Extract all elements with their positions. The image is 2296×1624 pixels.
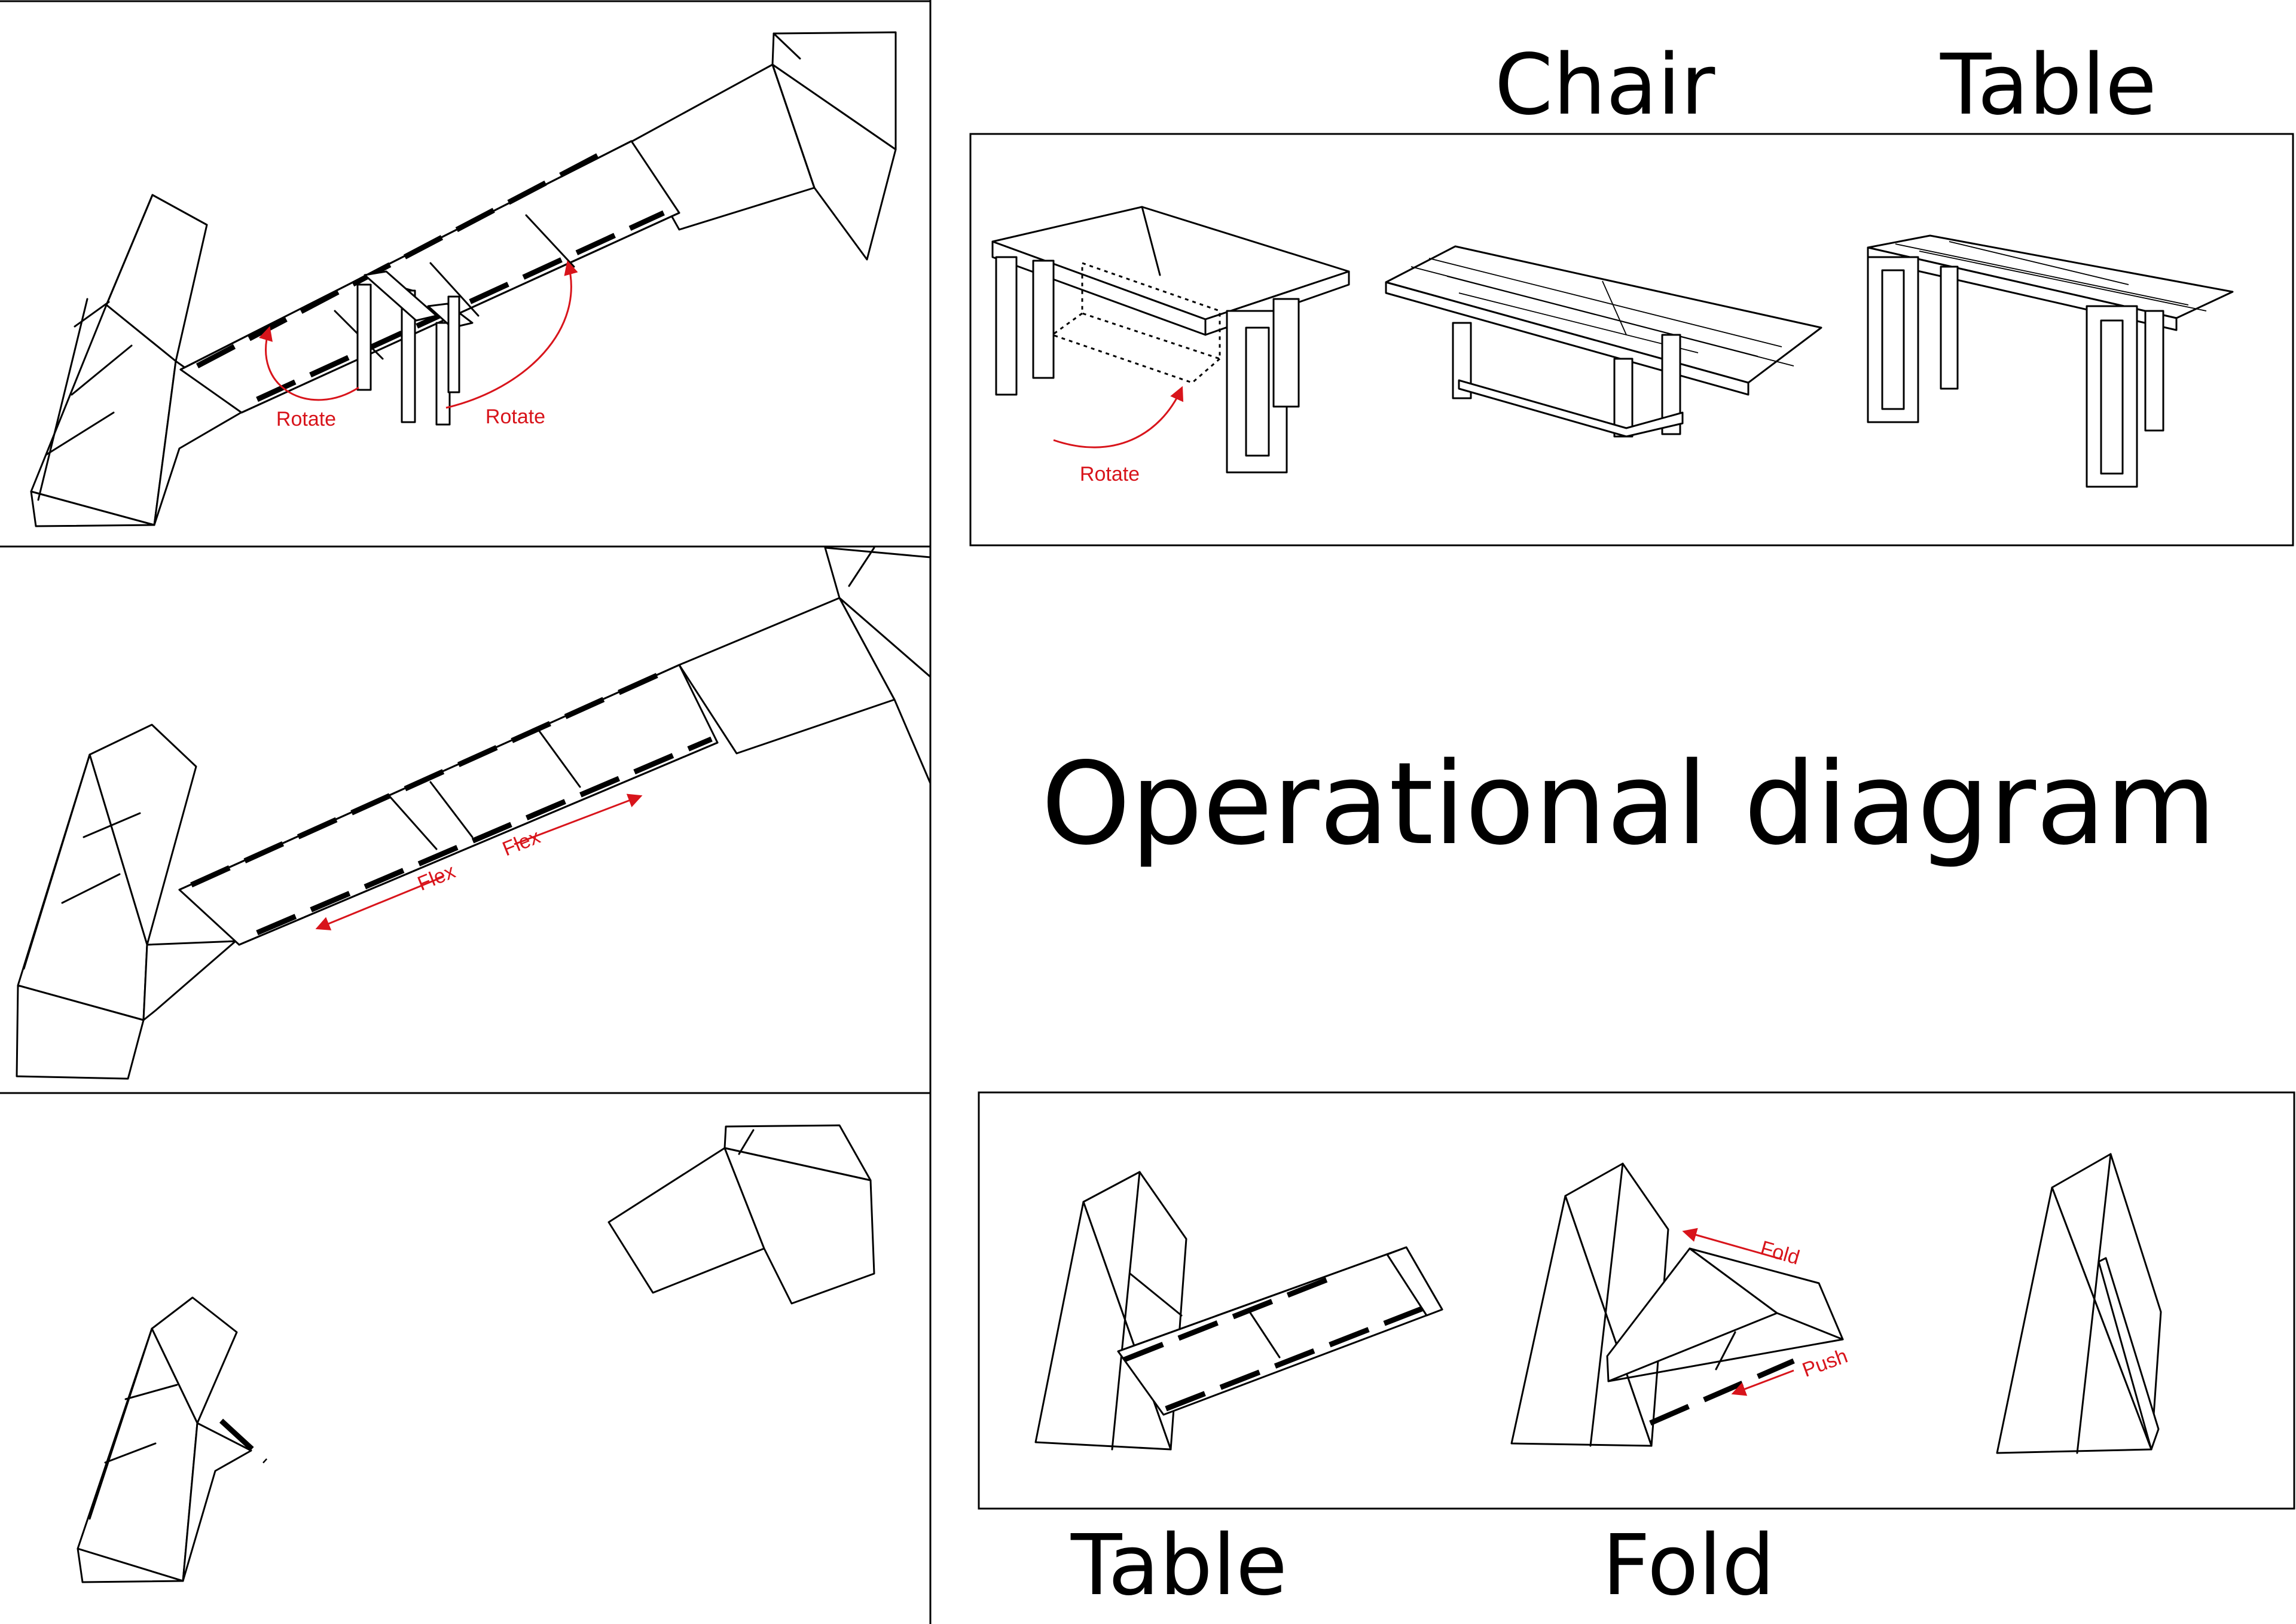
chair-right bbox=[427, 295, 474, 426]
fold-stage-table bbox=[1034, 1171, 1443, 1451]
left-cabinet-3 bbox=[77, 1296, 268, 1583]
right-cabinet bbox=[629, 31, 897, 261]
panel-flex: Flex Flex bbox=[16, 547, 932, 1080]
fold-stage-closed bbox=[1996, 1153, 2162, 1454]
fold-label: Fold bbox=[1758, 1237, 1802, 1269]
push-label: Push bbox=[1799, 1345, 1851, 1382]
panel-fold: Fold Push Table Fold bbox=[1034, 1153, 2162, 1614]
heading-fold: Fold bbox=[1602, 1517, 1775, 1614]
heading-table-bottom: Table bbox=[1070, 1517, 1287, 1614]
rotate-annotations: Rotate Rotate bbox=[259, 260, 578, 431]
left-cabinet-2 bbox=[16, 724, 237, 1080]
panel-closed bbox=[77, 1124, 875, 1583]
panel-furniture: Chair Table Rotate bbox=[991, 36, 2234, 488]
chair-left bbox=[356, 270, 438, 423]
rotate-label-3: Rotate bbox=[1080, 463, 1140, 486]
tall-table bbox=[1867, 234, 2234, 488]
low-table bbox=[1385, 245, 1822, 438]
heading-chair: Chair bbox=[1495, 36, 1715, 134]
right-cabinet-2 bbox=[678, 547, 932, 784]
heading-table-top: Table bbox=[1940, 36, 2157, 134]
diagram-title: Operational diagram bbox=[1041, 738, 2216, 870]
right-cabinet-3 bbox=[607, 1124, 875, 1305]
flex-annotations: Flex Flex bbox=[315, 793, 643, 930]
panel-rotate-chairs: Rotate Rotate bbox=[30, 31, 897, 527]
fold-stage-folding: Fold Push bbox=[1510, 1162, 1851, 1447]
flex-table bbox=[178, 664, 719, 946]
rotate-label-2: Rotate bbox=[486, 405, 545, 428]
console-bench: Rotate bbox=[991, 206, 1350, 486]
extended-table bbox=[179, 140, 680, 414]
rotate-label-1: Rotate bbox=[276, 408, 336, 431]
